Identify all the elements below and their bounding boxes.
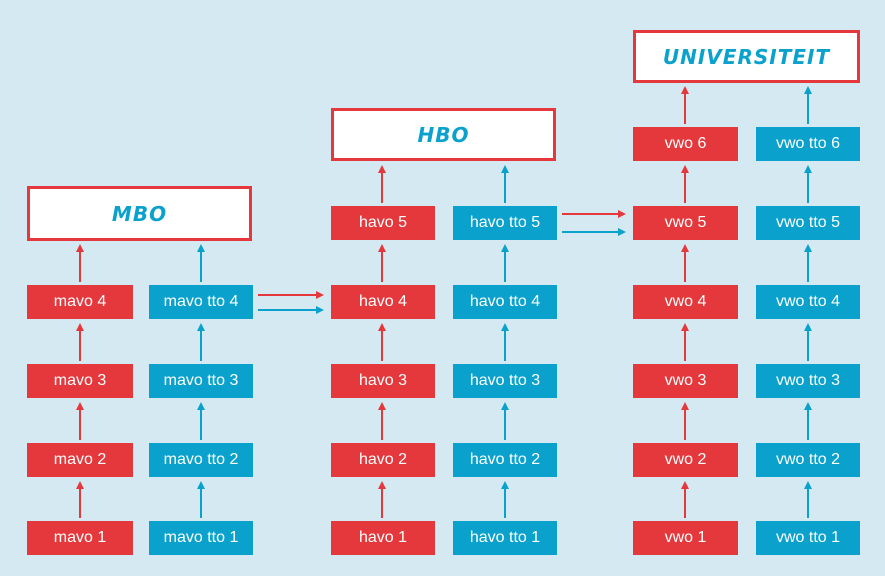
hbo-box: HBO: [331, 108, 556, 161]
vwo-6-box: vwo 6: [633, 127, 738, 161]
mavo-tto-4-box: mavo tto 4: [149, 285, 253, 319]
vwo-tto-3-box: vwo tto 3: [756, 364, 860, 398]
havo-4-box: havo 4: [331, 285, 435, 319]
havo-tto-1-box: havo tto 1: [453, 521, 557, 555]
universiteit-box: UNIVERSITEIT: [633, 30, 860, 83]
vwo-5-box: vwo 5: [633, 206, 738, 240]
mavo-3-box: mavo 3: [27, 364, 133, 398]
havo-tto-2-box: havo tto 2: [453, 443, 557, 477]
havo-1-box: havo 1: [331, 521, 435, 555]
vwo-tto-2-box: vwo tto 2: [756, 443, 860, 477]
vwo-tto-4-box: vwo tto 4: [756, 285, 860, 319]
mavo-tto-3-box: mavo tto 3: [149, 364, 253, 398]
mavo-2-box: mavo 2: [27, 443, 133, 477]
vwo-tto-6-box: vwo tto 6: [756, 127, 860, 161]
mavo-4-box: mavo 4: [27, 285, 133, 319]
havo-2-box: havo 2: [331, 443, 435, 477]
havo-3-box: havo 3: [331, 364, 435, 398]
mavo-tto-2-box: mavo tto 2: [149, 443, 253, 477]
vwo-2-box: vwo 2: [633, 443, 738, 477]
havo-tto-5-box: havo tto 5: [453, 206, 557, 240]
vwo-1-box: vwo 1: [633, 521, 738, 555]
mbo-box: MBO: [27, 186, 252, 241]
vwo-3-box: vwo 3: [633, 364, 738, 398]
mavo-1-box: mavo 1: [27, 521, 133, 555]
vwo-tto-5-box: vwo tto 5: [756, 206, 860, 240]
vwo-4-box: vwo 4: [633, 285, 738, 319]
havo-tto-3-box: havo tto 3: [453, 364, 557, 398]
havo-tto-4-box: havo tto 4: [453, 285, 557, 319]
mavo-tto-1-box: mavo tto 1: [149, 521, 253, 555]
vwo-tto-1-box: vwo tto 1: [756, 521, 860, 555]
havo-5-box: havo 5: [331, 206, 435, 240]
